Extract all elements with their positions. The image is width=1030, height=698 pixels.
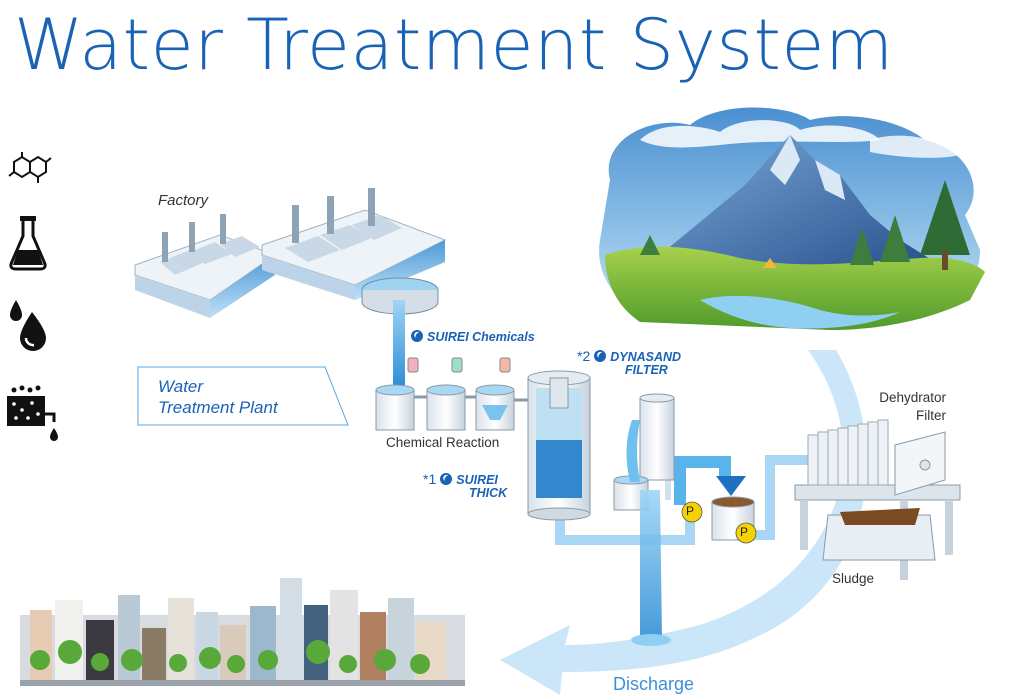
return-flow-arrow — [500, 350, 867, 695]
sludge-label: Sludge — [832, 571, 875, 586]
suirei-thick-label: *1 SUIREI THICK — [423, 471, 508, 500]
dehydrator-filter-press — [794, 419, 961, 580]
plant-label-box — [137, 366, 349, 426]
dynasand-line2: FILTER — [625, 363, 668, 377]
thick-footnote-marker: *1 — [423, 471, 437, 487]
dehydrator-label-line2: Filter — [916, 408, 946, 423]
thick-line2: THICK — [469, 486, 508, 500]
suirei-logo-icon — [440, 473, 453, 485]
factory-illustration — [134, 188, 447, 318]
chemical-reaction-label: Chemical Reaction — [386, 435, 500, 450]
chemical-reaction-tanks — [375, 357, 528, 431]
water-treatment-plant-label: Water Treatment Plant — [158, 376, 278, 418]
oil-drops-icon — [6, 298, 50, 361]
dehydrator-filter-label: Dehydrator Filter — [870, 390, 946, 423]
wastewater-tank-icon — [4, 384, 62, 451]
nature-scene — [599, 107, 985, 330]
suirei-thick-tank — [527, 370, 591, 521]
discharge-label: Discharge — [613, 674, 695, 694]
flask-icon — [8, 214, 48, 277]
dynasand-footnote-marker: *2 — [577, 348, 591, 364]
suirei-logo-icon — [594, 350, 607, 362]
plant-label-line1: Water — [158, 377, 204, 396]
dynasand-filter-label: *2 DYNASAND FILTER — [577, 348, 682, 377]
page-title: Water Treatment System — [14, 4, 894, 86]
dynasand-line1: DYNASAND — [610, 350, 682, 364]
thick-line1: SUIREI — [456, 473, 498, 487]
pump-2 — [735, 522, 757, 544]
pump-1 — [681, 501, 703, 523]
factory-label: Factory — [158, 192, 209, 209]
pump-1-label: P — [686, 504, 695, 518]
suirei-chemicals-label: SUIREI Chemicals — [411, 330, 535, 344]
molecule-icon — [5, 150, 55, 195]
city-skyline — [20, 578, 465, 686]
pump-2-label: P — [740, 525, 749, 539]
dynasand-filter-tank — [613, 393, 675, 646]
suirei-chemicals-text: SUIREI Chemicals — [427, 330, 535, 344]
suirei-logo-icon — [411, 330, 423, 342]
plant-label-line2: Treatment Plant — [158, 398, 278, 417]
pump-and-sludge-tank — [711, 496, 755, 541]
dehydrator-label-line1: Dehydrator — [879, 390, 946, 405]
